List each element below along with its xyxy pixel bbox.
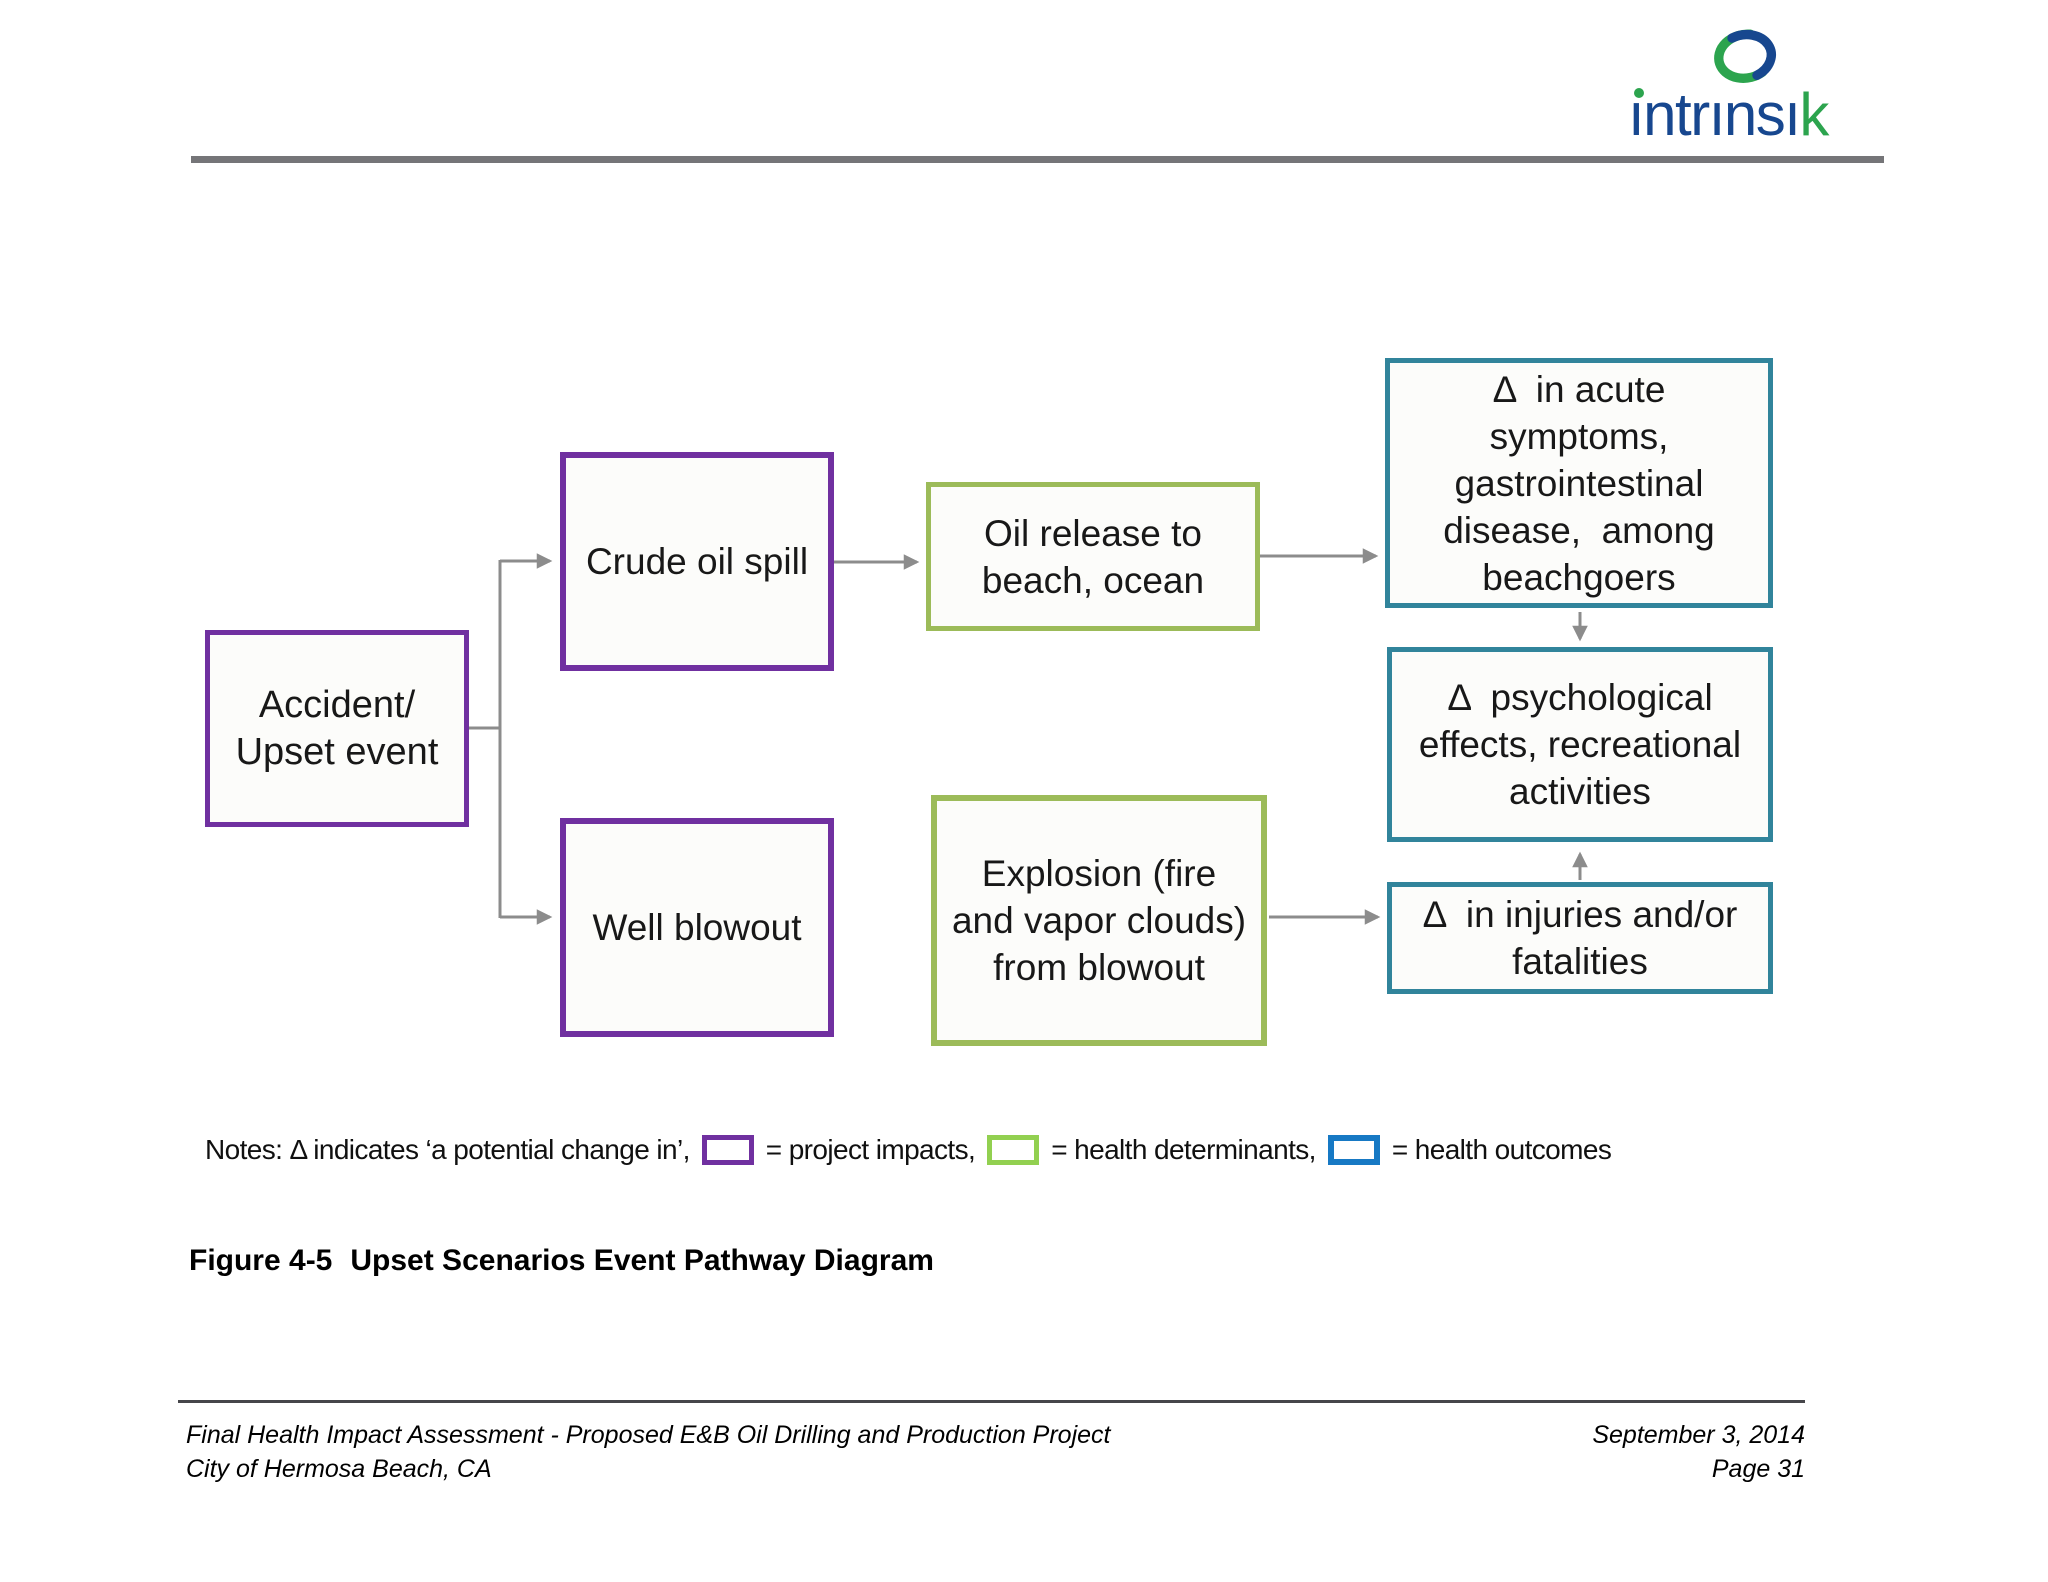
intrinsik-swoosh-icon [1714,29,1776,83]
logo-i-dot [1634,88,1644,98]
footer-date: September 3, 2014 [1592,1421,1805,1449]
figure-caption-label: Figure 4-5 [189,1244,333,1277]
legend-swatch-health-determinants [987,1135,1040,1165]
footer-divider [178,1400,1805,1403]
header-divider [191,156,1884,163]
footer-page-number: Page 31 [1711,1455,1805,1483]
box-crude-oil-spill: Crude oil spill [560,452,834,671]
box-acute-symptoms: Δ in acute symptoms, gastrointestinal di… [1385,358,1773,608]
figure-caption-title: Upset Scenarios Event Pathway Diagram [350,1244,934,1277]
box-explosion-blowout: Explosion (fire and vapor clouds) from b… [931,795,1267,1046]
footer-right: September 3, 2014 Page 31 [1592,1418,1805,1486]
box-well-blowout: Well blowout [560,818,834,1037]
footer-document-title: Final Health Impact Assessment - Propose… [186,1421,1111,1449]
legend-project-impacts-label: = project impacts, [765,1134,976,1165]
box-injuries-fatalities: Δ in injuries and/or fatalities [1387,882,1773,994]
intrinsik-logo: ıntrınsık [1628,26,1868,148]
legend-health-determinants-label: = health determinants, [1051,1134,1316,1165]
legend-health-outcomes-label: = health outcomes [1391,1134,1612,1165]
footer-left: Final Health Impact Assessment - Propose… [186,1418,1110,1486]
legend-swatch-health-outcomes [1327,1135,1380,1165]
figure-caption: Figure 4-5 Upset Scenarios Event Pathway… [189,1244,934,1278]
intrinsik-wordmark: ıntrınsık [1628,81,1829,148]
legend-notes: Notes: Δ indicates ‘a potential change i… [205,1128,1612,1172]
box-psychological-effects: Δ psychological effects, recreational ac… [1387,647,1773,842]
box-accident-upset-event: Accident/ Upset event [205,630,469,827]
box-oil-release: Oil release to beach, ocean [926,482,1260,631]
footer-city: City of Hermosa Beach, CA [186,1455,492,1483]
legend-notes-text: Notes: Δ indicates ‘a potential change i… [205,1134,690,1165]
legend-swatch-project-impacts [701,1135,754,1165]
